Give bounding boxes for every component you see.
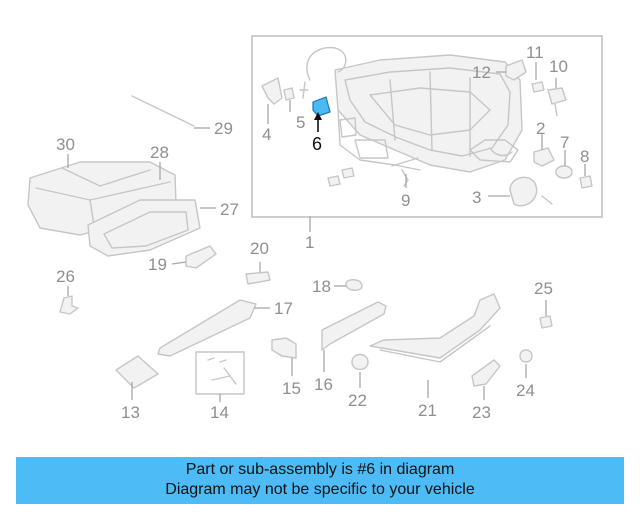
callout-1: 1 [305, 233, 314, 252]
callout-numbers: 1 2 3 4 5 6 7 8 9 10 11 12 13 14 15 16 1… [56, 43, 589, 422]
part-3-shape [509, 176, 538, 207]
part-10-shape [547, 87, 567, 117]
part-26-shape [59, 295, 79, 315]
callout-14: 14 [210, 403, 229, 422]
callout-4: 4 [262, 125, 271, 144]
part-19-shape [185, 245, 217, 269]
part-24-shape [519, 349, 533, 363]
banner-line-1: Part or sub-assembly is #6 in diagram [185, 461, 455, 478]
callout-9: 9 [401, 191, 410, 210]
part-15-shape [271, 337, 297, 359]
part-21-shape [369, 293, 501, 359]
callout-20: 20 [250, 239, 269, 258]
callout-10: 10 [549, 57, 568, 76]
callout-30: 30 [56, 135, 75, 154]
part-14-box [195, 351, 245, 395]
part-11-shape [531, 81, 545, 93]
part-17-shape [157, 299, 257, 357]
part-2-shape [533, 147, 555, 167]
part-29-shape [131, 95, 195, 127]
callout-28: 28 [150, 143, 169, 162]
callout-6: 6 [312, 134, 322, 154]
callout-25: 25 [534, 279, 553, 298]
callout-21: 21 [418, 401, 437, 420]
part-12-shape [505, 59, 527, 81]
part-16-shape [321, 301, 387, 351]
seat-pad [87, 199, 201, 257]
part-23-shape [471, 359, 501, 387]
parts-diagram: 1 2 3 4 5 6 7 8 9 10 11 12 13 14 15 16 1… [27, 35, 603, 422]
banner-line-2: Diagram may not be specific to your vehi… [165, 481, 475, 498]
callout-15: 15 [282, 379, 301, 398]
part-22-shape [351, 353, 369, 371]
part-6-arrowhead [314, 112, 322, 120]
callout-17: 17 [274, 299, 293, 318]
small-clip-shape [327, 167, 355, 187]
callout-29: 29 [214, 119, 233, 138]
part-4-shape [261, 77, 283, 105]
callout-27: 27 [220, 200, 239, 219]
leader-lines [67, 62, 586, 402]
callout-23: 23 [472, 403, 491, 422]
part-13-shape [115, 355, 159, 389]
callout-26: 26 [56, 267, 75, 286]
part-info-banner: Part or sub-assembly is #6 in diagram Di… [16, 457, 624, 504]
callout-16: 16 [314, 375, 333, 394]
callout-19: 19 [148, 255, 167, 274]
callout-22: 22 [348, 391, 367, 410]
callout-18: 18 [312, 277, 331, 296]
part-9-shape [391, 157, 419, 187]
callout-3: 3 [472, 188, 481, 207]
assembly-frame-box [251, 35, 603, 218]
callout-7: 7 [560, 133, 569, 152]
callout-13: 13 [121, 403, 140, 422]
callout-8: 8 [580, 147, 589, 166]
part-7-shape [555, 165, 573, 179]
part-25-shape [539, 315, 553, 329]
part-5-shape [283, 87, 295, 101]
callout-11: 11 [526, 43, 544, 62]
part-8-shape [579, 175, 593, 189]
part-20-shape [245, 271, 271, 285]
seat-frame-assembly [299, 46, 523, 173]
callout-5: 5 [296, 113, 305, 132]
callout-2: 2 [536, 119, 545, 138]
callout-24: 24 [516, 381, 535, 400]
part-18-shape [345, 279, 363, 291]
callout-12: 12 [472, 63, 491, 82]
part-6-highlighted [312, 96, 331, 117]
